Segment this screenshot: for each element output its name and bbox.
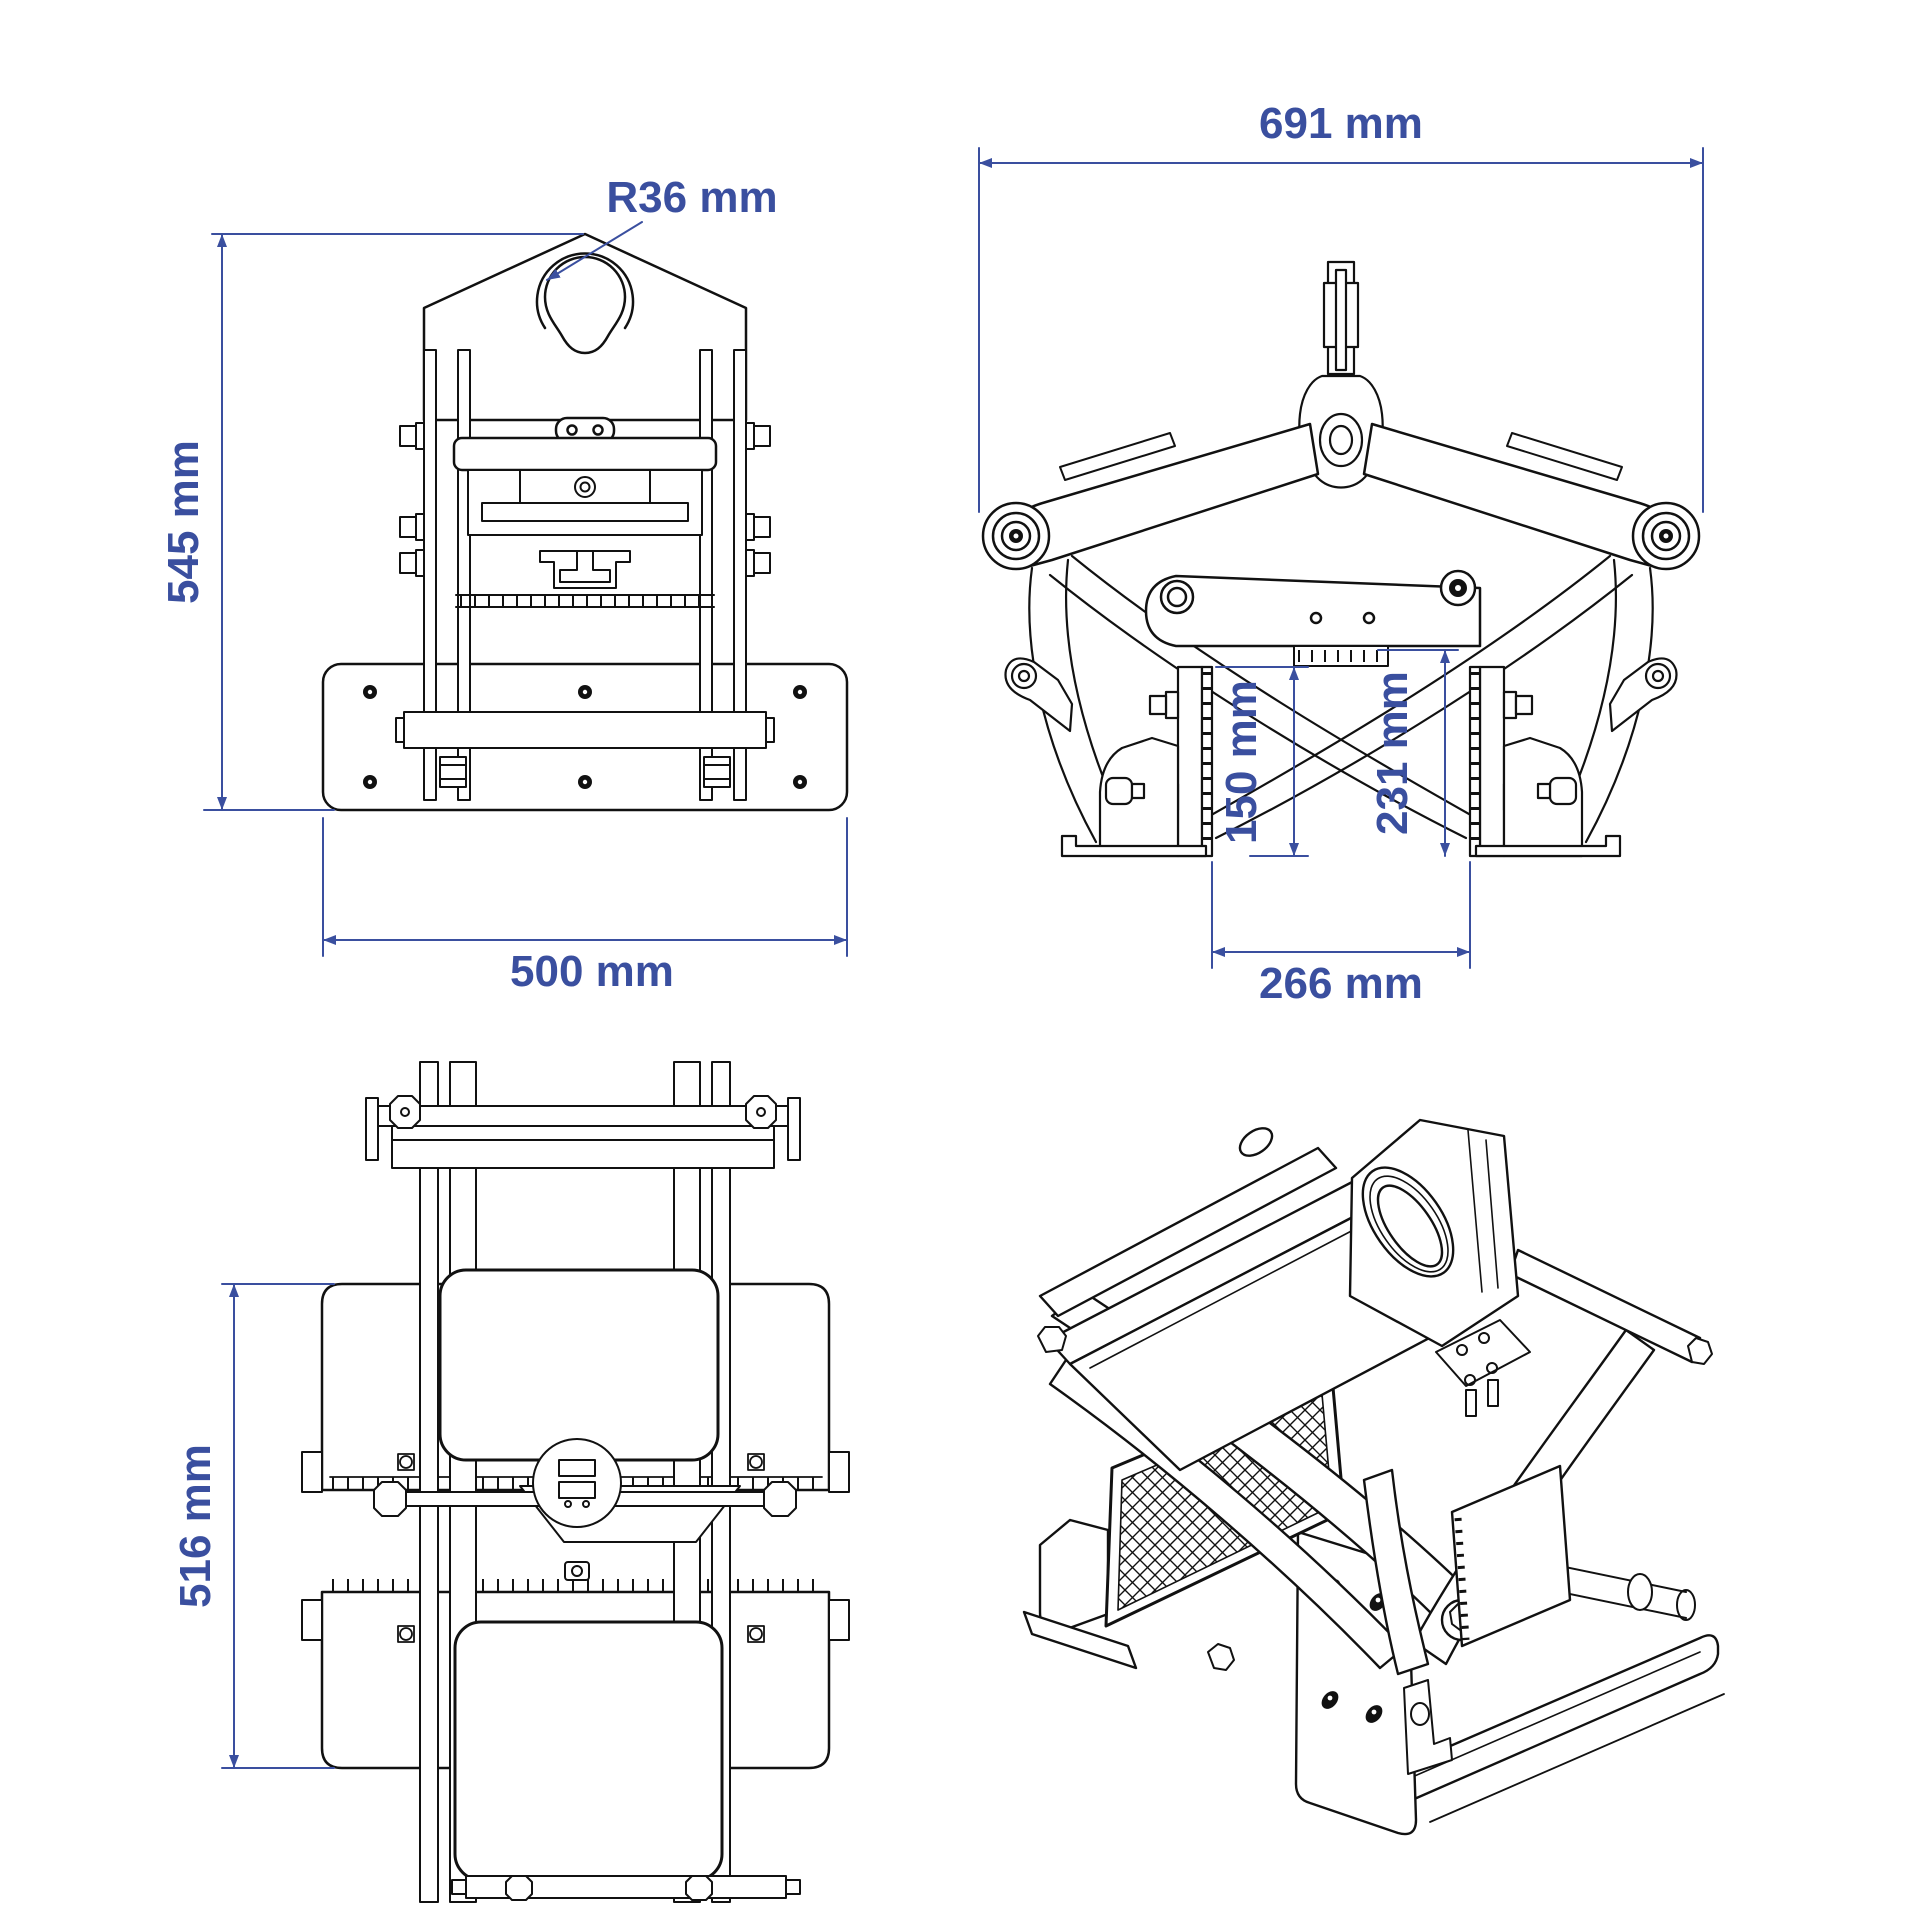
side-crossing-arms: [1028, 554, 1654, 844]
side-jaws: [1148, 665, 1534, 858]
front-head-plate: [422, 232, 748, 422]
dim-side-throat-depth: 231 mm: [1368, 649, 1459, 857]
dim-top-depth: 516 mm: [171, 1283, 335, 1769]
dim-label-eye-radius: R36 mm: [606, 173, 777, 222]
top-upper-pad: [438, 1268, 720, 1462]
front-mid-box: [467, 469, 703, 536]
front-tslot-block: [539, 550, 631, 589]
iso-left-foot: [1022, 1518, 1138, 1670]
side-main-arms: [981, 422, 1701, 571]
iso-centre-block: [1435, 1319, 1531, 1417]
dim-label-side-throat-depth: 231 mm: [1368, 671, 1417, 835]
top-lower-pad: [453, 1620, 724, 1882]
side-shackle: [1298, 260, 1384, 489]
side-feet: [1060, 736, 1622, 858]
dim-label-side-jaw-opening: 266 mm: [1259, 959, 1423, 1008]
top-middle-mechanism: [373, 1438, 797, 1581]
dim-front-height: 545 mm: [159, 233, 584, 811]
dim-label-top-depth: 516 mm: [171, 1444, 220, 1608]
dim-label-side-grip-height: 150 mm: [1217, 680, 1266, 844]
front-side-bolts: [399, 422, 771, 577]
top-head-rail: [365, 1095, 801, 1169]
front-dimensions: 545 mm 500 mm R36 mm: [159, 173, 848, 996]
top-view: 516 mm: [171, 1061, 850, 1903]
side-dimensions: 691 mm 150 mm 231 mm 266 mm: [978, 99, 1704, 1008]
iso-head-plate: [1348, 1118, 1520, 1348]
isometric-view: [1022, 1118, 1725, 1836]
dim-label-side-width: 691 mm: [1259, 99, 1423, 148]
dim-side-jaw-opening: 266 mm: [1211, 861, 1471, 1008]
top-lower-bolts: [397, 1625, 765, 1643]
side-centre-beam: [1144, 569, 1482, 667]
front-base-details: [363, 685, 807, 789]
side-wing-plates: [1004, 657, 1678, 733]
lifting-eye-hole: [543, 255, 627, 355]
dim-side-grip-height: 150 mm: [1215, 666, 1309, 857]
dim-label-front-width: 500 mm: [510, 947, 674, 996]
dim-front-eye-radius: R36 mm: [546, 173, 778, 281]
front-serrated-edge: [455, 594, 715, 608]
dim-front-width: 500 mm: [322, 817, 848, 996]
top-bottom-rail: [451, 1875, 801, 1901]
iso-bottom-clip: [1403, 1679, 1453, 1775]
side-view: 691 mm 150 mm 231 mm 266 mm: [978, 99, 1704, 1008]
dim-label-front-height: 545 mm: [159, 440, 208, 604]
dim-side-width: 691 mm: [978, 99, 1704, 513]
lifting-eye-ring: [535, 252, 635, 330]
iso-right-rail: [1508, 1248, 1713, 1365]
front-upper-plate: [452, 416, 718, 472]
top-dimensions: 516 mm: [171, 1283, 335, 1769]
front-view: 545 mm 500 mm R36 mm: [159, 173, 849, 996]
iso-right-jaw: [1450, 1464, 1572, 1648]
